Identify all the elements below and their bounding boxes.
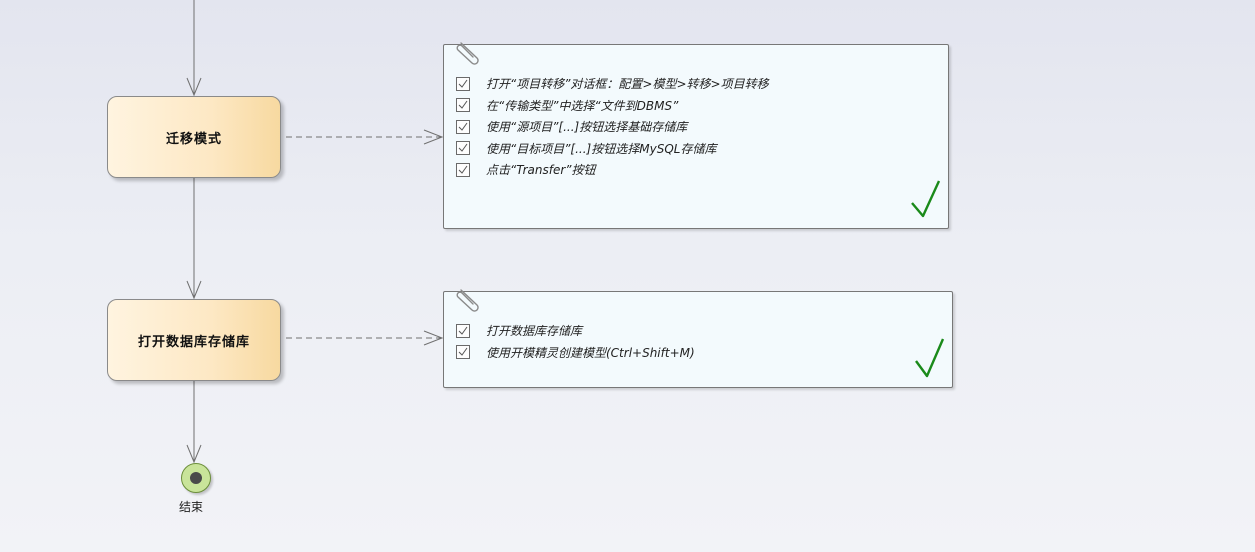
completed-checkmark-icon <box>915 338 945 378</box>
paperclip-icon <box>456 42 479 65</box>
note-link-2-arrowhead <box>423 330 444 346</box>
checklist-item: 使用开模精灵创建模型(Ctrl+Shift+M) <box>456 342 695 364</box>
checklist-item-text: 点击“Transfer”按钮 <box>486 163 596 178</box>
checklist-item: 在“传输类型”中选择“文件到DBMS” <box>456 95 769 117</box>
checkbox-icon[interactable] <box>456 141 470 156</box>
checklist-note-1[interactable]: 打开“项目转移”对话框：配置>模型>转移>项目转移 在“传输类型”中选择“文件到… <box>443 42 949 229</box>
activity-label: 迁移模式 <box>165 131 222 147</box>
checklist-item-text: 使用“源项目”[...]按钮选择基础存储库 <box>486 120 688 135</box>
checklist-item: 使用“目标项目”[...]按钮选择MySQL存储库 <box>456 138 769 160</box>
paperclip-icon <box>456 289 479 312</box>
final-node-label: 结束 <box>178 500 203 514</box>
activity-open-repository[interactable]: 打开数据库存储库 <box>107 299 281 381</box>
checkbox-icon[interactable] <box>456 345 470 360</box>
checklist: 打开“项目转移”对话框：配置>模型>转移>项目转移 在“传输类型”中选择“文件到… <box>456 73 769 181</box>
checklist-item: 打开数据库存储库 <box>456 320 695 342</box>
checkbox-icon[interactable] <box>456 323 470 338</box>
final-node-core <box>190 472 202 484</box>
final-node[interactable] <box>181 463 211 493</box>
activity-migrate-schema[interactable]: 迁移模式 <box>107 96 281 178</box>
checklist-item: 点击“Transfer”按钮 <box>456 159 769 181</box>
checklist-item-text: 打开数据库存储库 <box>486 324 583 339</box>
checklist-item-text: 使用开模精灵创建模型(Ctrl+Shift+M) <box>486 345 695 360</box>
checkbox-icon[interactable] <box>456 76 470 91</box>
activity-label: 打开数据库存储库 <box>137 334 250 350</box>
note-link-1-arrowhead <box>423 129 444 145</box>
checkbox-icon[interactable] <box>456 98 470 113</box>
checklist-item-text: 在“传输类型”中选择“文件到DBMS” <box>486 98 679 113</box>
checklist: 打开数据库存储库 使用开模精灵创建模型(Ctrl+Shift+M) <box>456 320 695 363</box>
checklist-item: 打开“项目转移”对话框：配置>模型>转移>项目转移 <box>456 73 769 95</box>
checklist-note-2[interactable]: 打开数据库存储库 使用开模精灵创建模型(Ctrl+Shift+M) <box>443 289 953 388</box>
checklist-item: 使用“源项目”[...]按钮选择基础存储库 <box>456 116 769 138</box>
arrowhead-open-to-end <box>186 444 202 464</box>
arrowhead-migrate-to-open <box>186 280 202 300</box>
checklist-item-text: 打开“项目转移”对话框：配置>模型>转移>项目转移 <box>486 77 769 92</box>
arrowhead-into-migrate <box>186 77 202 97</box>
checkbox-icon[interactable] <box>456 119 470 134</box>
checkbox-icon[interactable] <box>456 162 470 177</box>
checklist-item-text: 使用“目标项目”[...]按钮选择MySQL存储库 <box>486 141 717 156</box>
completed-checkmark-icon <box>911 180 941 218</box>
